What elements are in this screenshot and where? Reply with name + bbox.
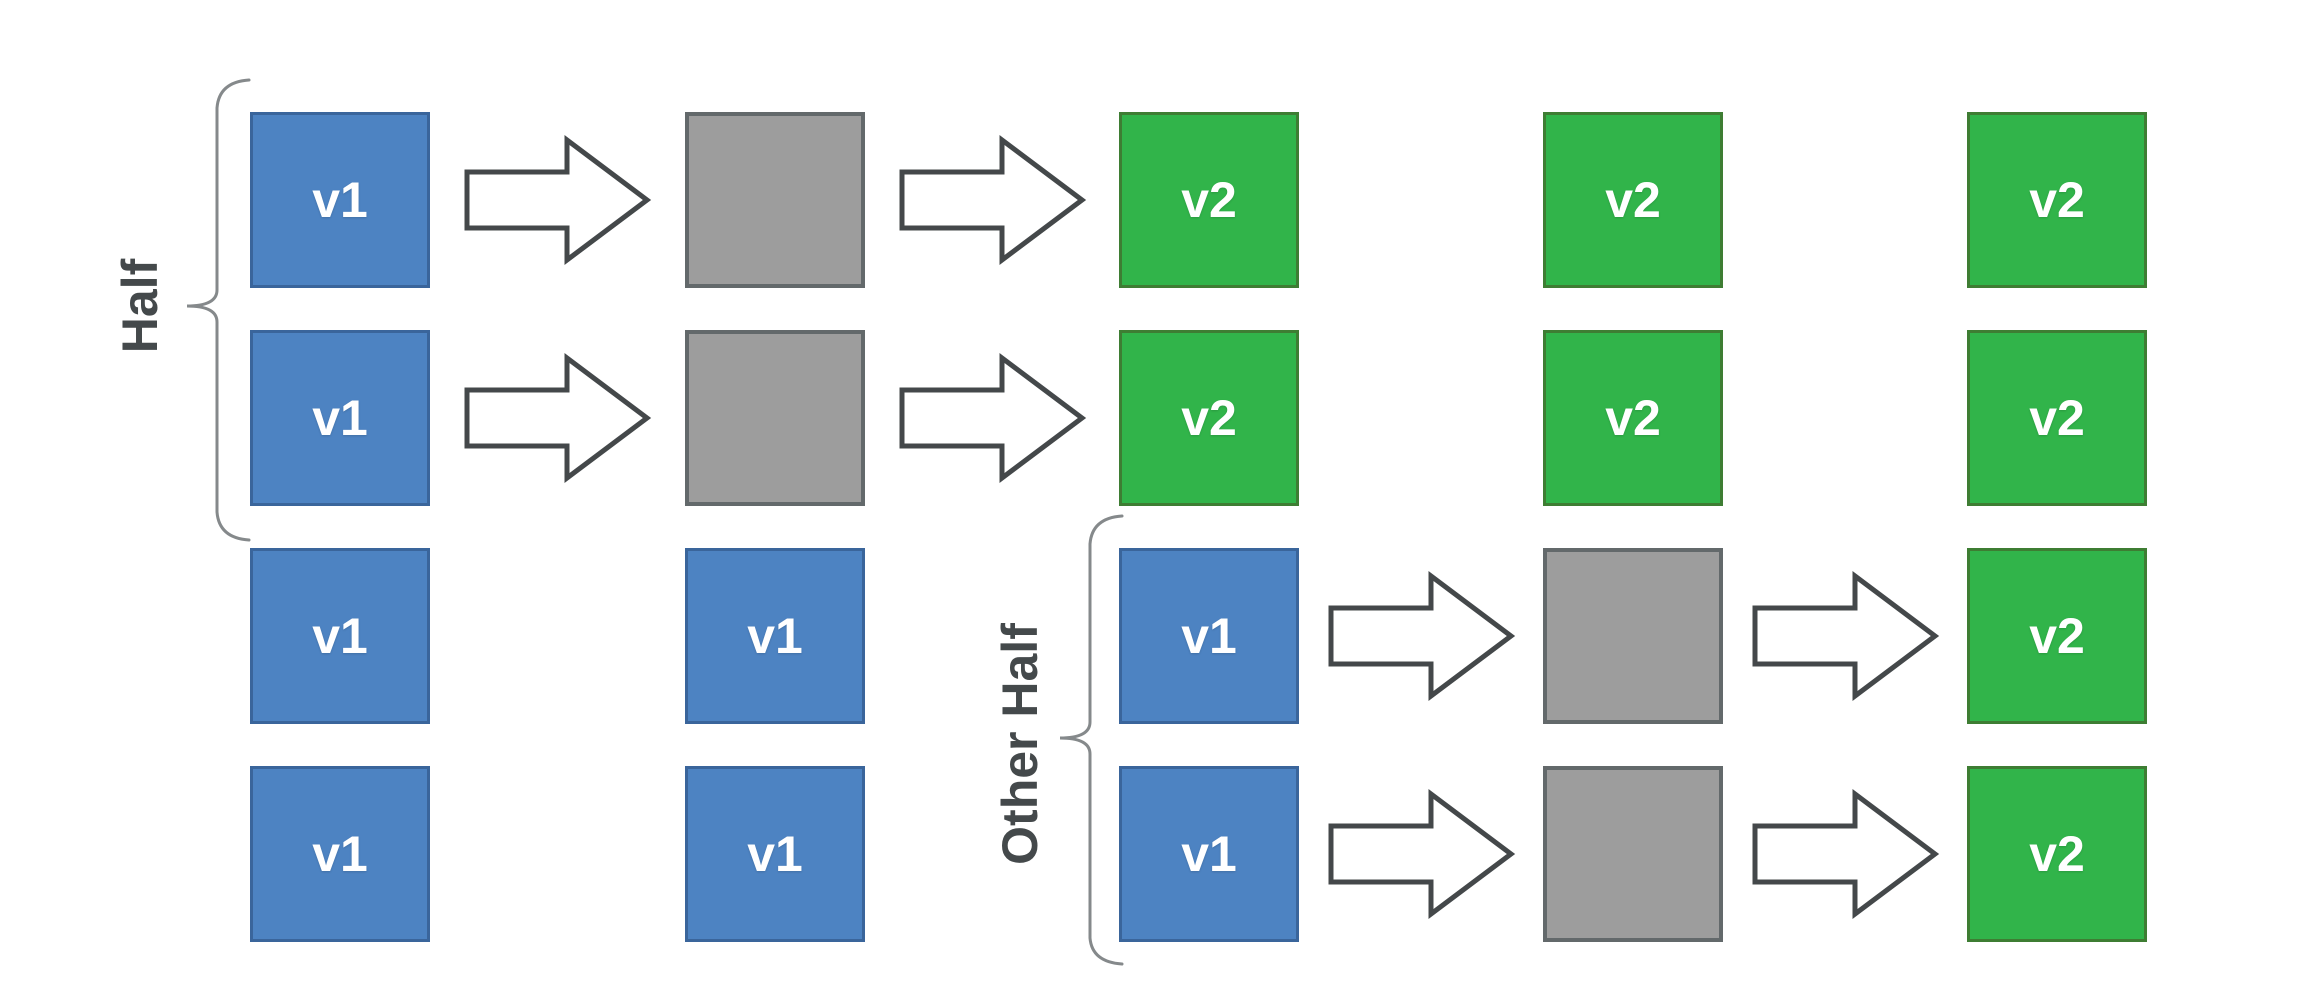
server-node: v1 xyxy=(250,330,430,506)
half-group-brace-icon xyxy=(186,78,251,542)
right-arrow-icon xyxy=(1752,571,1940,701)
node-version-label: v1 xyxy=(1181,826,1237,882)
right-arrow-icon xyxy=(1328,571,1516,701)
node-version-label: v1 xyxy=(312,390,368,446)
server-node: v2 xyxy=(1967,548,2147,724)
node-version-label: v1 xyxy=(312,172,368,228)
node-version-label: v2 xyxy=(2029,826,2085,882)
server-node xyxy=(685,330,865,506)
server-node xyxy=(1543,548,1723,724)
right-arrow-icon xyxy=(464,353,652,483)
node-version-label: v2 xyxy=(2029,172,2085,228)
node-version-label: v1 xyxy=(312,608,368,664)
server-node: v1 xyxy=(250,112,430,288)
server-node: v1 xyxy=(250,548,430,724)
right-arrow-icon xyxy=(1328,789,1516,919)
node-version-label: v1 xyxy=(747,608,803,664)
server-node: v1 xyxy=(1119,766,1299,942)
node-version-label: v1 xyxy=(1181,608,1237,664)
server-node xyxy=(1543,766,1723,942)
node-version-label: v1 xyxy=(312,826,368,882)
right-arrow-icon xyxy=(899,135,1087,265)
other-half-group-label: Other Half xyxy=(992,623,1048,865)
right-arrow-icon xyxy=(464,135,652,265)
server-node: v2 xyxy=(1967,766,2147,942)
server-node: v2 xyxy=(1967,330,2147,506)
server-node: v2 xyxy=(1543,330,1723,506)
server-node: v2 xyxy=(1967,112,2147,288)
server-node: v1 xyxy=(685,548,865,724)
node-version-label: v2 xyxy=(2029,390,2085,446)
node-version-label: v2 xyxy=(1181,390,1237,446)
server-node: v1 xyxy=(685,766,865,942)
node-version-label: v1 xyxy=(747,826,803,882)
server-node: v1 xyxy=(1119,548,1299,724)
server-node: v2 xyxy=(1543,112,1723,288)
node-version-label: v2 xyxy=(1181,172,1237,228)
node-version-label: v2 xyxy=(1605,390,1661,446)
server-node: v1 xyxy=(250,766,430,942)
server-node xyxy=(685,112,865,288)
server-node: v2 xyxy=(1119,330,1299,506)
server-node: v2 xyxy=(1119,112,1299,288)
node-version-label: v2 xyxy=(2029,608,2085,664)
right-arrow-icon xyxy=(1752,789,1940,919)
node-version-label: v2 xyxy=(1605,172,1661,228)
other-half-group-brace-icon xyxy=(1059,514,1124,966)
right-arrow-icon xyxy=(899,353,1087,483)
half-group-label: Half xyxy=(112,258,168,354)
